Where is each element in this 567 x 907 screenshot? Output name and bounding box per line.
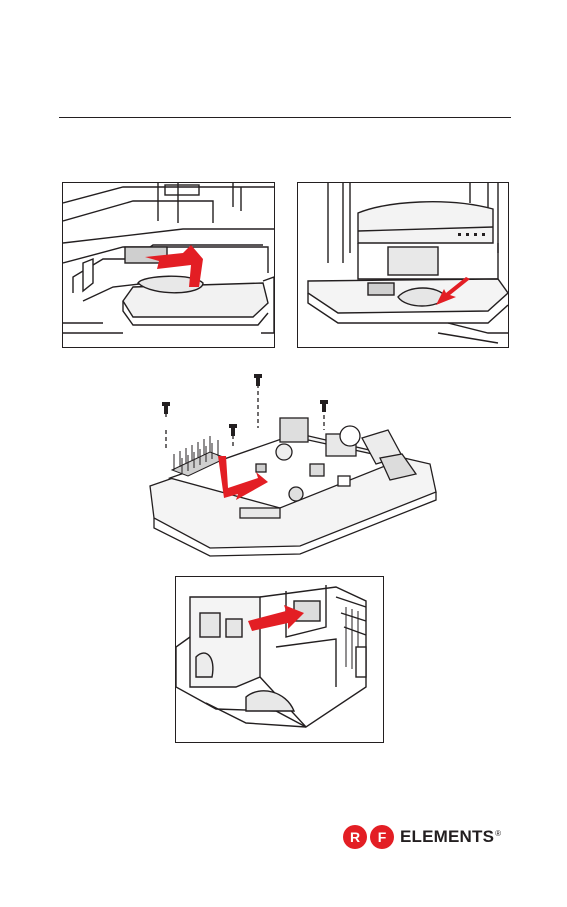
rf-elements-logo: R F ELEMENTS ® [343,823,501,851]
logo-badge-r: R [343,825,367,849]
logo-badge-f: F [370,825,394,849]
figure-step-3 [140,368,440,558]
housing-lid-illustration [63,183,274,347]
housing-interior-illustration [298,183,508,347]
header-rule [59,117,511,118]
figure-step-2 [297,182,509,348]
circuit-board-illustration [140,368,440,558]
logo-wordmark: ELEMENTS [400,827,494,847]
shield-bracket-illustration [176,577,383,742]
figure-step-1 [62,182,275,348]
logo-registered-mark: ® [495,829,501,838]
figure-step-4 [175,576,384,743]
